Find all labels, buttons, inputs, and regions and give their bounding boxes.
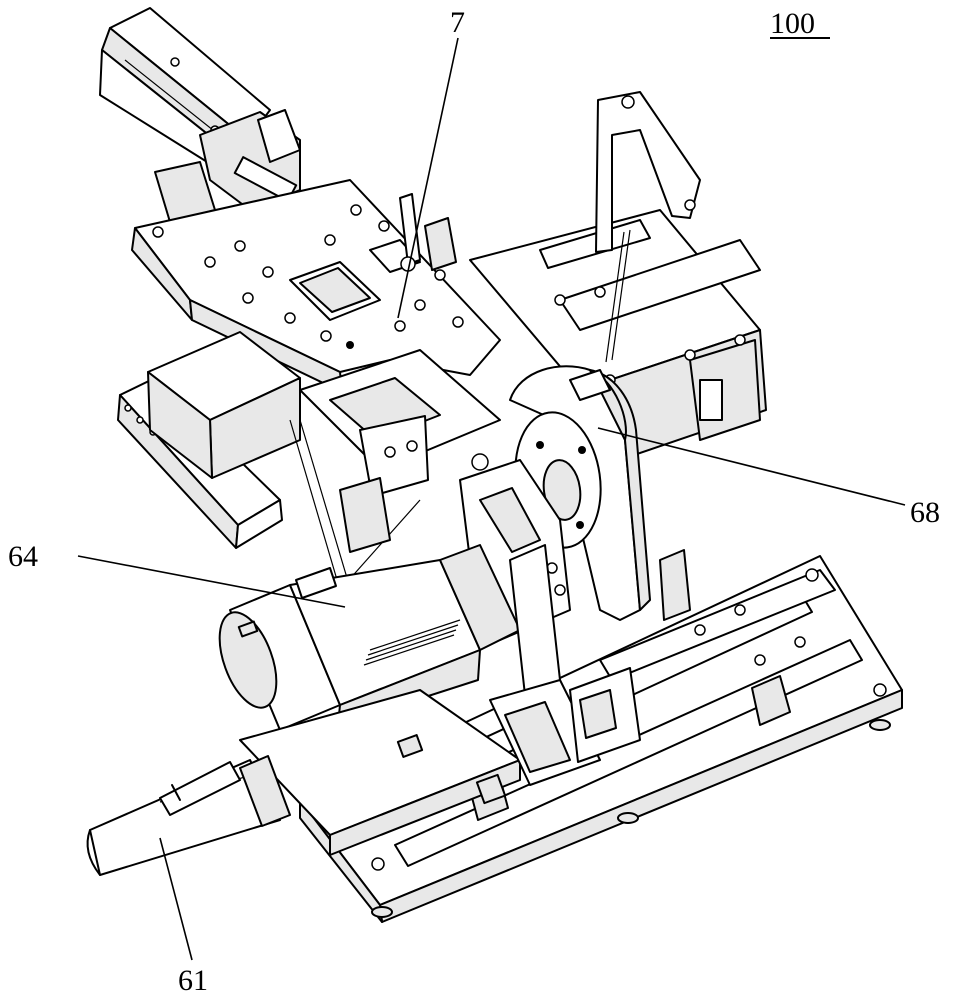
label-7: 7 [450,6,465,39]
label-64: 64 [8,540,38,573]
figure-number: 100 [770,7,815,40]
leader-68 [598,428,905,505]
label-68: 68 [910,496,940,529]
left-side-bar [118,332,300,548]
top-cylinder [100,8,300,222]
cable [88,756,290,875]
rear-carriage [470,92,766,470]
label-61: 61 [178,964,208,997]
leader-61 [160,838,192,960]
